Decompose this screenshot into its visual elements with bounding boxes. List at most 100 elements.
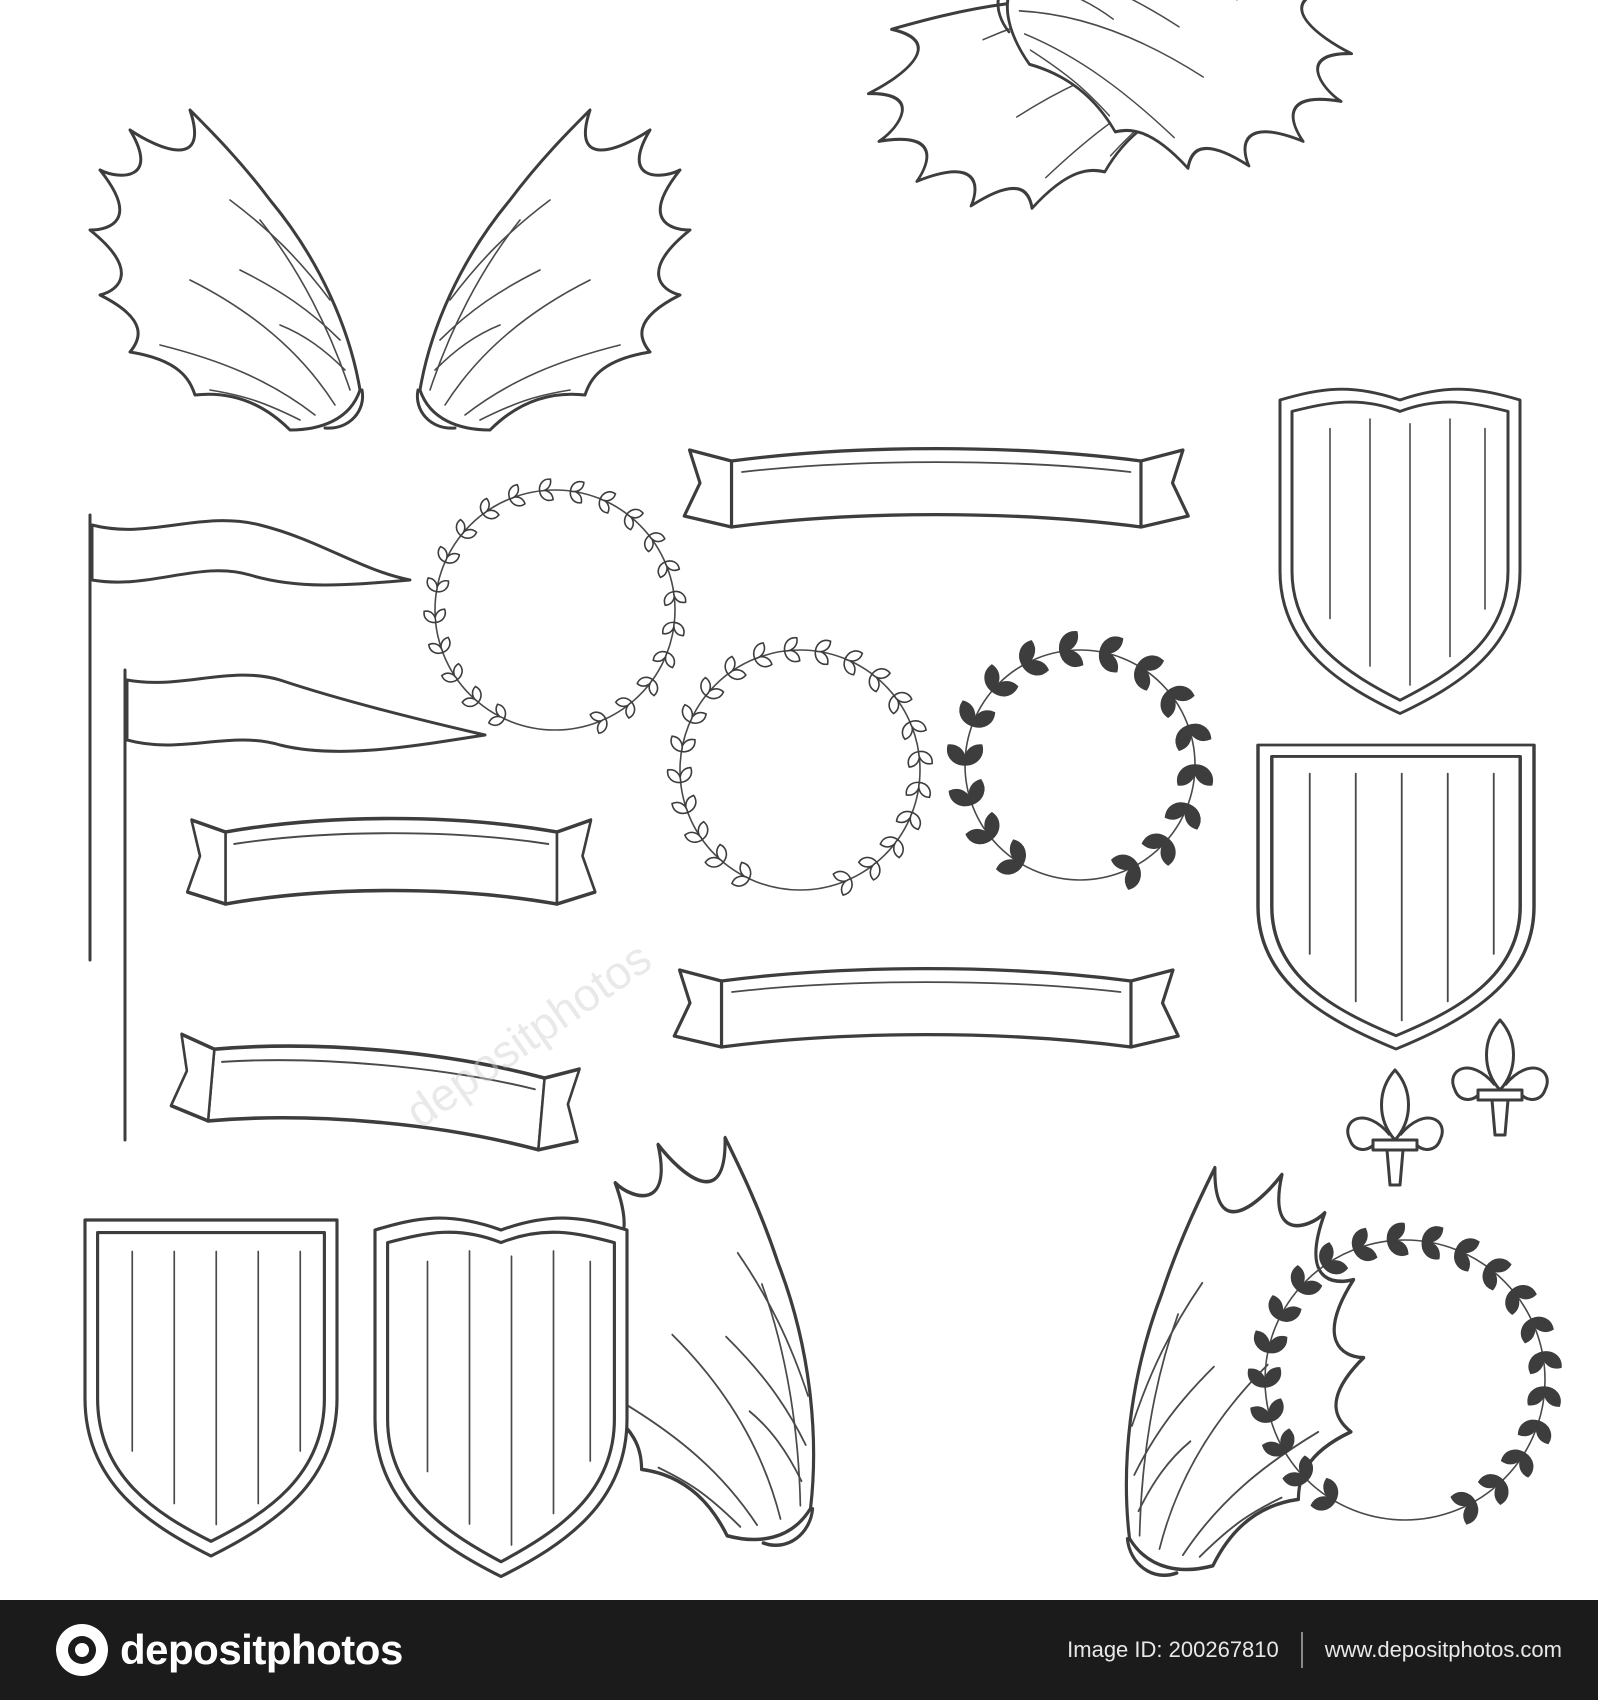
laurel-leaf bbox=[1450, 1491, 1476, 1507]
pennant-flag-lower bbox=[123, 668, 487, 1142]
laurel-leaf bbox=[1477, 1474, 1504, 1489]
laurel-leaf bbox=[1319, 1242, 1334, 1268]
laurel-leaf bbox=[596, 717, 608, 735]
image-id: Image ID: 200267810 bbox=[1067, 1637, 1279, 1663]
laurel-leaf bbox=[1059, 649, 1084, 668]
laurel-leaf bbox=[1261, 1441, 1287, 1457]
laurel-leaf bbox=[1247, 1368, 1267, 1388]
laurel-leaf bbox=[461, 697, 480, 708]
laurel-leaf bbox=[1386, 1222, 1406, 1242]
laurel-leaf bbox=[917, 750, 933, 765]
laurel-leaf bbox=[426, 577, 438, 593]
laurel-leaf bbox=[1500, 1449, 1526, 1465]
image-id-label: Image ID: bbox=[1067, 1637, 1163, 1662]
illustration-canvas: depositphotos bbox=[83, 0, 1562, 1588]
laurel-leaf bbox=[1323, 1477, 1339, 1503]
site-url-link[interactable]: www.depositphotos.com bbox=[1324, 1637, 1562, 1662]
laurel-leaf bbox=[648, 532, 666, 543]
laurel-leaf bbox=[487, 715, 506, 727]
laurel-leaf bbox=[990, 681, 1019, 697]
laurel-leaf bbox=[1263, 1367, 1282, 1388]
laurel-leaf bbox=[1250, 1406, 1273, 1423]
laurel-leaf bbox=[1352, 1246, 1378, 1262]
brand[interactable]: depositphotos bbox=[54, 1622, 403, 1678]
laurel-leaf bbox=[1421, 1226, 1444, 1243]
laurel-leaf bbox=[814, 639, 832, 653]
laurel-leaf bbox=[984, 811, 1000, 840]
laurel-leaf bbox=[1277, 1306, 1302, 1322]
laurel-leaf bbox=[1280, 1428, 1295, 1454]
laurel-leaf bbox=[672, 590, 687, 604]
laurel-leaf bbox=[700, 676, 712, 697]
laurel-leaf bbox=[984, 664, 1000, 693]
laurel-leaf bbox=[1134, 664, 1151, 691]
laurel-leaf bbox=[1099, 636, 1124, 654]
laurel-leaf bbox=[1160, 690, 1176, 719]
brand-name: depositphotos bbox=[120, 1626, 403, 1673]
laurel-leaf bbox=[1511, 1285, 1537, 1300]
pennant-flag-upper bbox=[88, 513, 412, 962]
laurel-leaf bbox=[1136, 655, 1165, 671]
laurel-wreath-dark-middle bbox=[946, 631, 1214, 890]
laurel-leaf bbox=[1282, 1472, 1309, 1487]
laurel-leaf bbox=[664, 651, 676, 669]
laurel-leaf bbox=[1160, 837, 1176, 866]
laurel-leaf bbox=[673, 621, 685, 637]
laurel-leaf bbox=[971, 710, 996, 728]
ribbon-banner-middle-left bbox=[185, 816, 598, 906]
laurel-leaf bbox=[1021, 660, 1050, 676]
laurel-leaf bbox=[1322, 1260, 1349, 1275]
laurel-leaf bbox=[1124, 863, 1141, 890]
footer-divider bbox=[1300, 1632, 1303, 1668]
laurel-leaf bbox=[1176, 764, 1197, 786]
laurel-leaf bbox=[871, 668, 892, 680]
laurel-leaf bbox=[963, 744, 984, 766]
laurel-leaf bbox=[1485, 1258, 1512, 1273]
laurel-leaf bbox=[1296, 1280, 1323, 1295]
laurel-leaf bbox=[626, 508, 645, 519]
footer-info: Image ID: 200267810 www.depositphotos.co… bbox=[1067, 1632, 1562, 1668]
laurel-leaf bbox=[423, 610, 437, 624]
laurel-leaf bbox=[569, 480, 585, 493]
laurel-leaf bbox=[666, 768, 682, 784]
laurel-leaf bbox=[670, 735, 683, 753]
laurel-leaf bbox=[704, 856, 725, 868]
laurel-leaf bbox=[1175, 724, 1192, 751]
laurel-leaf bbox=[1351, 1227, 1368, 1251]
laurel-leaf bbox=[599, 491, 617, 502]
laurel-leaf bbox=[440, 672, 459, 683]
laurel-leaf bbox=[752, 642, 766, 660]
laurel-leaf bbox=[1267, 1335, 1288, 1354]
laurel-leaf bbox=[959, 700, 976, 727]
laurel-leaf bbox=[909, 811, 922, 831]
laurel-leaf bbox=[1535, 1420, 1552, 1445]
laurel-leaf bbox=[1141, 833, 1170, 849]
ribbon-banner-top bbox=[682, 446, 1190, 529]
laurel-wreath-dark-bottom bbox=[1247, 1222, 1562, 1525]
laurel-leaf bbox=[1164, 802, 1189, 820]
laurel-leaf bbox=[1482, 1265, 1498, 1291]
wing-pair-top-left bbox=[88, 108, 692, 432]
laurel-leaf bbox=[664, 560, 681, 572]
laurel-leaf bbox=[1421, 1240, 1440, 1260]
laurel-leaf bbox=[1098, 650, 1119, 673]
laurel-leaf bbox=[1193, 764, 1214, 786]
laurel-leaf bbox=[625, 701, 636, 719]
laurel-leaf bbox=[1541, 1351, 1562, 1369]
laurel-leaf bbox=[1184, 803, 1201, 830]
laurel-leaf bbox=[683, 831, 704, 844]
laurel-leaf bbox=[1543, 1386, 1561, 1407]
laurel-leaf bbox=[909, 720, 927, 733]
laurel-leaf bbox=[1290, 1265, 1305, 1291]
laurel-leaf bbox=[968, 779, 985, 806]
laurel-leaf bbox=[648, 678, 659, 697]
laurel-leaf bbox=[1520, 1318, 1536, 1344]
laurel-leaf bbox=[1058, 631, 1079, 653]
laurel-leaf bbox=[892, 838, 904, 859]
laurel-leaf bbox=[783, 636, 798, 652]
laurel-leaf bbox=[869, 861, 881, 881]
laurel-leaf bbox=[724, 655, 736, 676]
ribbon-banner-middle bbox=[672, 966, 1180, 1049]
laurel-leaf bbox=[1517, 1419, 1540, 1437]
shield-bottom-center-left bbox=[373, 1216, 629, 1579]
